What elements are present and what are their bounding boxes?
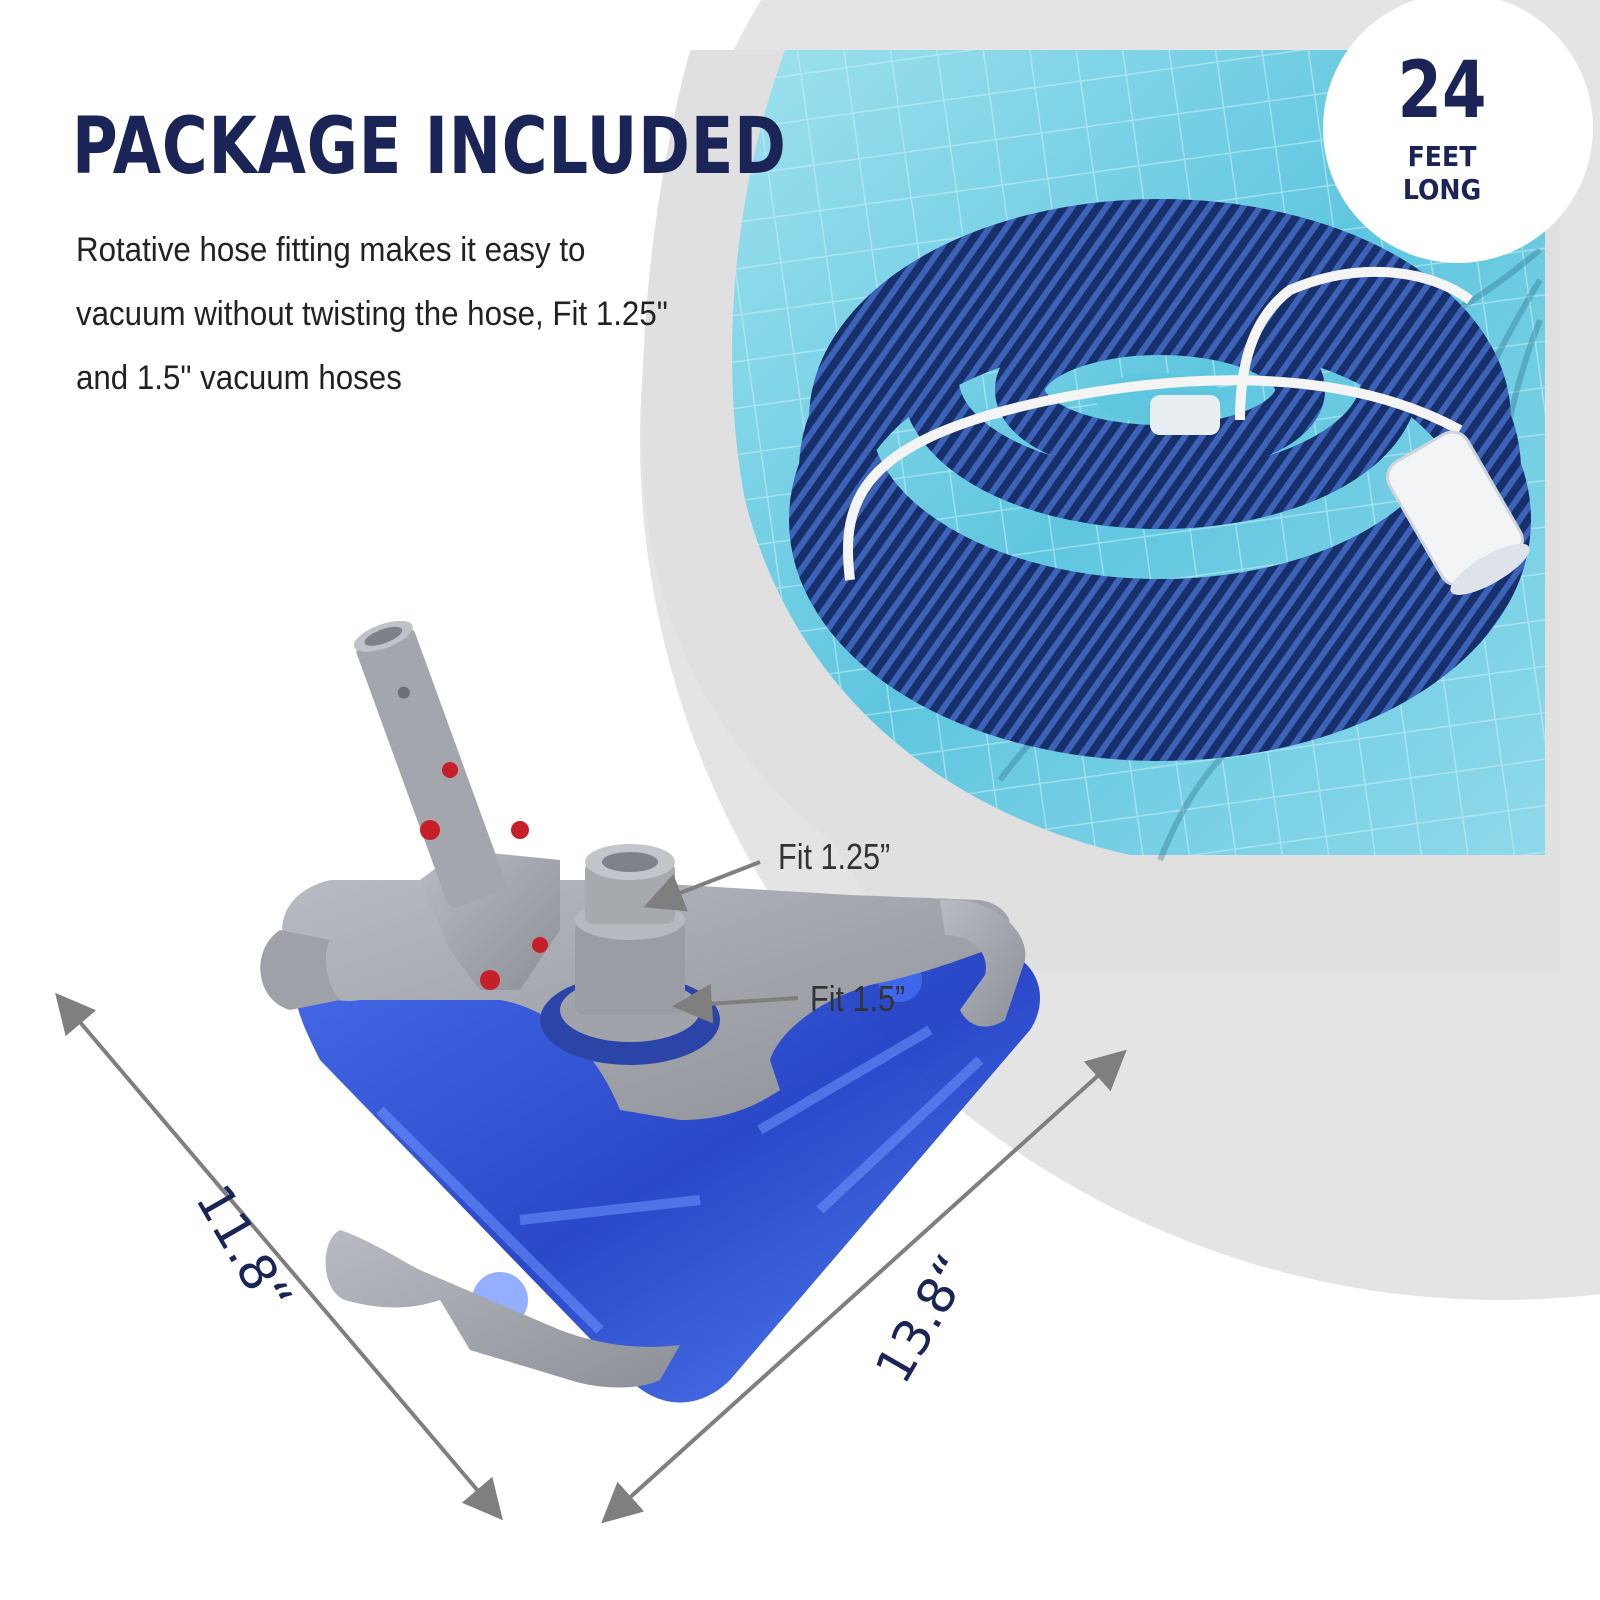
badge-line-1: FEET [1407, 140, 1477, 173]
callout-arrow-small-fit [643, 860, 761, 912]
description-text: Rotative hose fitting makes it easy to v… [76, 231, 668, 397]
page-title: PACKAGE INCLUDED [72, 102, 787, 192]
length-badge [1323, 0, 1593, 263]
badge-line-2: LONG [1402, 173, 1482, 206]
callout-large-fit: Fit 1.5” [810, 978, 906, 1019]
callout-small-fit: Fit 1.25” [778, 836, 891, 877]
badge-number: 24 [1397, 46, 1487, 136]
vacuum-head [260, 620, 1040, 1403]
dimension-arrow-right [601, 1049, 1127, 1524]
callout-arrow-large-fit [672, 983, 799, 1024]
coiled-hose [789, 199, 1531, 761]
dimension-arrow-left [55, 992, 503, 1521]
